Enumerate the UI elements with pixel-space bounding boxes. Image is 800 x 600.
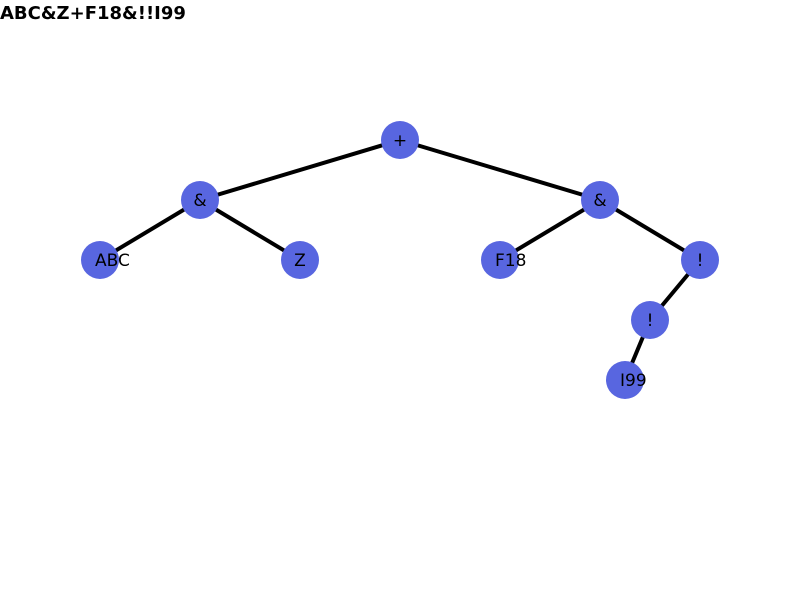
edge-and-right-to-not-outer [598,198,702,262]
nodes-layer: + & & ABC Z F18!! I99 [81,121,719,399]
tree-node-not-inner: ! [631,301,669,339]
tree-node-abc: ABC [81,241,130,279]
node-label: & [593,191,606,211]
node-label: ! [647,311,654,331]
edges-layer [98,138,702,382]
tree-node-z: Z [281,241,319,279]
tree-node-plus: + [381,121,419,159]
node-label: ! [697,251,704,271]
node-label: F18 [495,251,526,271]
node-circle [606,361,644,399]
edge-and-left-to-z [198,198,302,262]
edge-plus-to-and-left [198,138,402,202]
node-label: + [393,131,407,151]
edge-and-right-to-f18 [498,198,602,262]
node-label: & [193,191,206,211]
tree-node-and-left: & [181,181,219,219]
node-circle [381,121,419,159]
node-label: Z [294,251,306,271]
edge-plus-to-and-right [398,138,602,202]
node-circle [581,181,619,219]
node-circle [181,181,219,219]
edge-and-left-to-abc [98,198,202,262]
tree-node-f18: F18 [481,241,526,279]
node-label: I99 [620,371,647,391]
node-circle [681,241,719,279]
tree-node-not-outer: ! [681,241,719,279]
node-circle [281,241,319,279]
node-circle [481,241,519,279]
expression-title: ABC&Z+F18&!!I99 [0,3,186,24]
node-circle [81,241,119,279]
node-circle [631,301,669,339]
node-label: ABC [95,251,130,271]
tree-node-and-right: & [581,181,619,219]
tree-node-i99: I99 [606,361,647,399]
